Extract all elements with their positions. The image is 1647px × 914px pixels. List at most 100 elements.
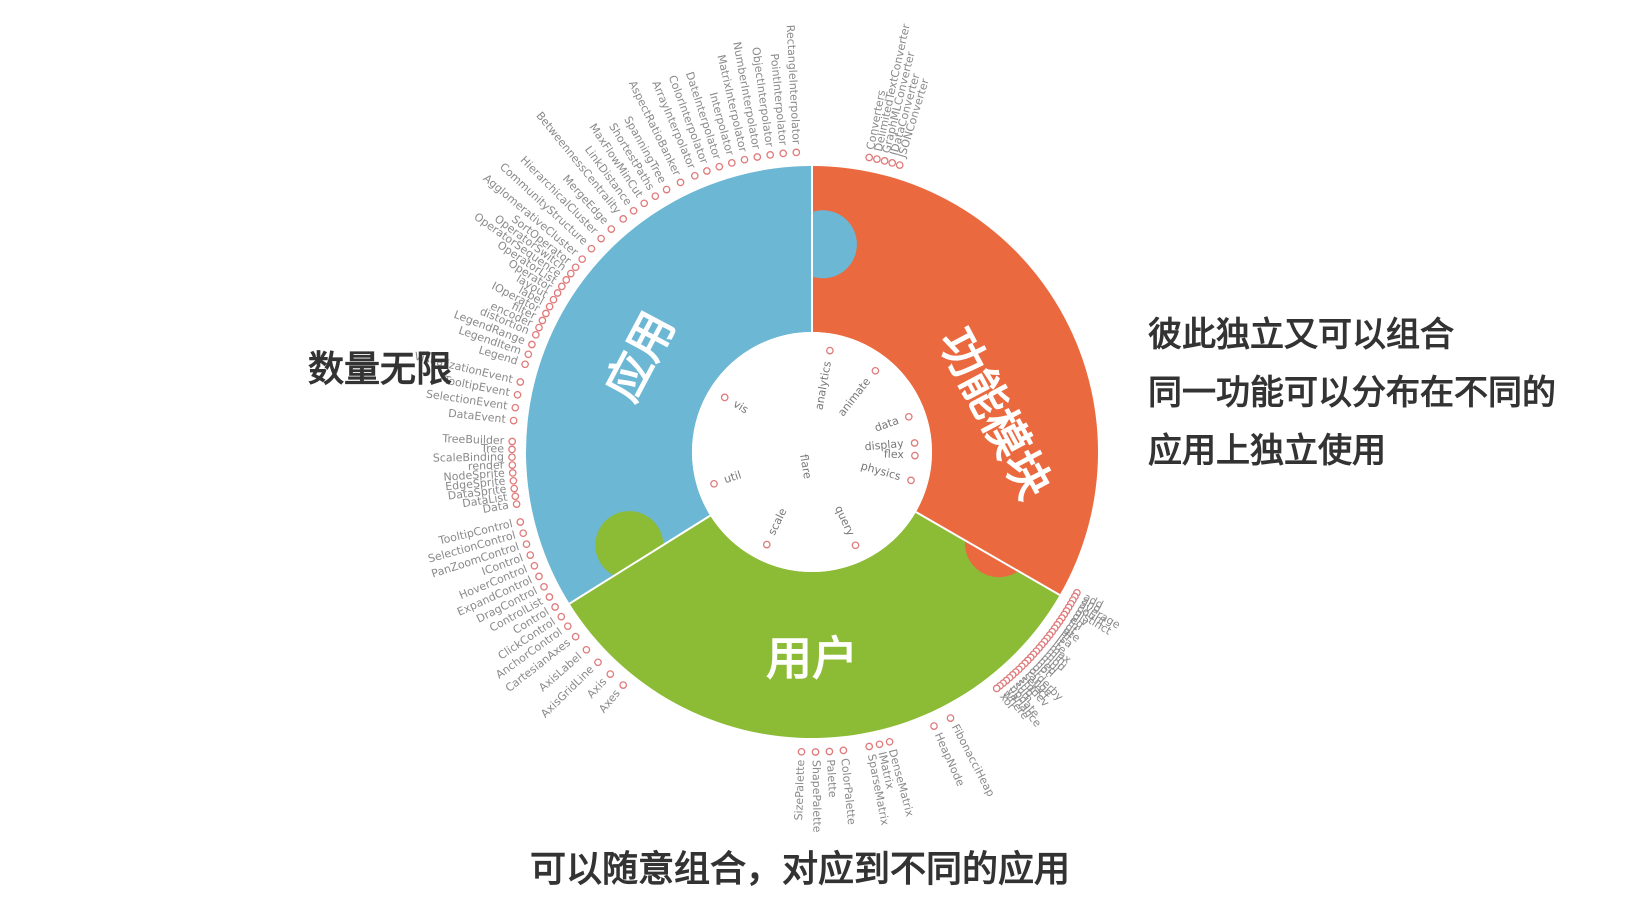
leaf-node-dot [875,740,884,749]
segment-app [526,166,812,604]
leaf-node-dot [508,461,517,469]
leaf-node-dot [578,255,587,264]
leaf-node-dot [562,276,571,284]
leaf-node-dot [563,622,572,631]
inner-node-label: util [722,468,743,486]
puzzle-knob-user [595,511,664,580]
leaf-node-dot [662,185,671,194]
leaf-node-dot [825,747,834,756]
leaf-node-dot [766,151,775,159]
inner-node-dot [826,346,834,355]
leaf-node-dot [549,295,558,304]
leaf-node-dot [511,403,520,412]
leaf-node-dot [619,681,628,689]
leaf-node-dot [640,199,649,208]
leaf-node-label: Data [482,499,510,516]
leaf-node-dot [522,540,531,549]
leaf-node-label: ShapePalette [810,760,824,833]
caption-line-2: 同一功能可以分布在不同的 [1148,373,1556,413]
leaf-node-dot [535,323,543,332]
leaf-node-dot [571,263,580,272]
leaf-node-dot [528,340,536,349]
leaf-node-dot [690,171,699,180]
leaf-node-dot [512,500,521,508]
leaf-node-dot [566,269,575,278]
leaf-node-dot [582,645,591,654]
inner-node-dot [910,439,919,447]
leaf-node-dot [524,350,533,359]
leaf-node-dot [885,737,894,746]
leaf-node-label: Palette [824,759,839,798]
segment-divider-right [915,511,1061,596]
leaf-node-dot [727,159,736,167]
leaf-node-dot [511,492,520,501]
leaf-node-dot [888,159,897,167]
segment-divider-left [568,514,711,605]
leaf-node-dot [779,149,788,158]
leaf-node-dot [865,742,874,751]
leaf-node-dot [571,632,580,641]
leaf-node-dot [651,192,660,201]
leaf-node-dot [521,360,529,369]
leaf-node-dot [753,153,762,161]
leaf-node-dot [540,582,548,591]
leaf-node-dot [531,330,540,339]
leaf-node-dot [535,572,543,581]
leaf-node-dot [865,153,874,162]
puzzle-ring [526,166,1099,739]
leaf-node-label: TreeBuilder [441,432,505,447]
leaf-node-dot [509,416,518,425]
leaf-node-label: render [468,458,505,473]
leaf-node-label: RectangleInterpolator [784,24,803,145]
caption-independent-modules: 彼此独立又可以组合 同一功能可以分布在不同的 应用上独立使用 [1148,306,1556,480]
leaf-node-dot [530,561,539,570]
inner-node-dot [710,479,718,488]
leaf-node-dot [740,155,749,164]
leaf-node-dot [557,612,566,621]
inner-node-dot [851,541,860,550]
center-label: flare [797,453,814,480]
leaf-node-label: Tree [480,442,504,455]
inner-node-dot [911,451,919,460]
leaf-node-dot [538,316,547,325]
inner-node-label: flex [884,448,905,462]
segment-function-modules [812,166,1099,595]
leaf-node-dot [811,748,820,756]
inner-node-dot [871,366,880,375]
leaf-node-dot [606,670,615,678]
leaf-node-dot [545,593,554,601]
leaf-node-dot [509,476,518,485]
leaf-node-dot [992,684,1001,693]
puzzle-knob-function-modules [964,509,1033,578]
leaf-node-label: NodeSprite [443,467,505,484]
leaf-node-dot [703,167,711,175]
leaf-node-dot [797,747,806,756]
leaf-node-dot [508,453,516,462]
leaf-node-label: EdgeSprite [445,475,507,494]
leaf-node-dot [557,282,566,291]
caption-line-1: 彼此独立又可以组合 [1148,315,1454,355]
inner-disk [692,332,932,572]
leaf-node-dot [607,225,616,233]
leaf-node-dot [526,551,535,559]
inner-node-dot [720,393,729,402]
leaf-node-dot [516,378,525,386]
leaf-node-label: eq [1068,613,1087,631]
leaf-node-dot [880,157,889,165]
inner-node-dot [904,412,913,421]
leaf-node-dot [516,518,525,526]
leaf-node-label: DataEvent [448,407,508,426]
segment-label-user: 用户 [766,632,858,686]
leaf-node-dot [508,445,516,454]
leaf-node-dot [946,714,955,722]
leaf-node-label: SizePalette [792,759,807,820]
leaf-node-dot [594,658,602,667]
caption-free-combination: 可以随意组合，对应到不同的应用 [530,849,1071,890]
leaf-node-dot [508,437,517,446]
inner-node-dot [907,476,915,485]
puzzle-knob-app [788,210,857,279]
inner-node-dot [762,540,771,549]
segment-user [569,512,1060,739]
leaf-node-dot [619,215,628,223]
leaf-node-label: ColorPalette [838,758,858,826]
